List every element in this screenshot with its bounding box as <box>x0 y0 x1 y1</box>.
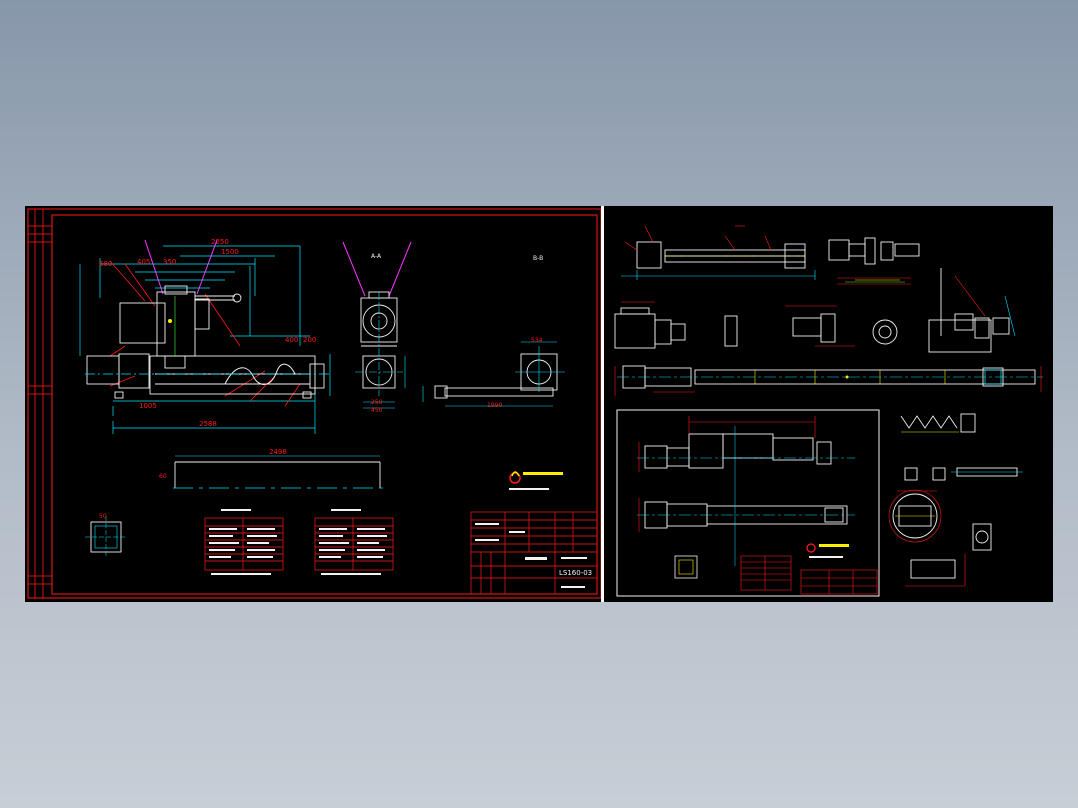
left-margin-strip <box>28 209 52 598</box>
magenta-line <box>144 239 164 295</box>
dim-2588: 2588 <box>199 420 217 428</box>
dim-450: 450 <box>371 407 383 414</box>
magenta-line <box>196 239 218 295</box>
dim-200: 200 <box>303 336 316 344</box>
right-area <box>614 225 1043 597</box>
small-section-view: 50 <box>85 513 127 558</box>
parameter-table-left <box>204 517 284 571</box>
shaft-detail: 2498 60 <box>159 448 383 489</box>
right-machinery-view <box>928 268 1016 353</box>
dim-405: 405 <box>137 258 150 266</box>
left-sheet-outer-frame <box>27 208 602 599</box>
left-sheet-inner-frame <box>51 214 598 595</box>
long-conveyor-view <box>614 365 1043 396</box>
dim-1990: 1990 <box>487 402 502 409</box>
inner-sheet-frame <box>616 409 880 597</box>
cad-drawing: 2250 1500 680 405 350 400 200 1005 2588 … <box>27 206 1043 602</box>
title-block <box>470 511 598 595</box>
section-aa-view: A-A <box>342 241 412 414</box>
dim-534: 534 <box>531 337 543 344</box>
dim-2498: 2498 <box>269 448 287 456</box>
component-views <box>614 301 898 349</box>
section-aa-label: A-A <box>371 253 382 260</box>
drawing-title: LS160-03 <box>559 569 592 577</box>
section-bb-view: B-B 534 1990 <box>422 255 565 409</box>
company-logo <box>509 471 563 490</box>
top-conveyor-view <box>621 225 816 280</box>
dim-250: 250 <box>371 399 383 406</box>
dim-350: 350 <box>163 258 176 266</box>
dim-2250: 2250 <box>211 238 229 246</box>
left-sheet: 2250 1500 680 405 350 400 200 1005 2588 … <box>27 208 602 599</box>
dim-1500: 1500 <box>221 248 239 256</box>
parameter-table-right <box>314 517 394 571</box>
motor-unit-view <box>828 237 920 285</box>
main-side-view: 2250 1500 680 405 350 400 200 1005 2588 <box>79 238 331 434</box>
section-bb-label: B-B <box>533 255 543 262</box>
dim-400: 400 <box>285 336 298 344</box>
drawing-canvas[interactable]: 2250 1500 680 405 350 400 200 1005 2588 … <box>25 206 1053 602</box>
sheet-separator <box>601 206 604 602</box>
dim-1005: 1005 <box>139 402 157 410</box>
table-text-marks <box>209 509 387 575</box>
inner-sheet-view <box>637 416 878 595</box>
title-block-text-marks <box>475 523 587 588</box>
right-small-components <box>888 413 1023 587</box>
dim-50: 50 <box>99 513 107 520</box>
dim-60: 60 <box>159 473 167 480</box>
dim-680: 680 <box>99 260 112 268</box>
